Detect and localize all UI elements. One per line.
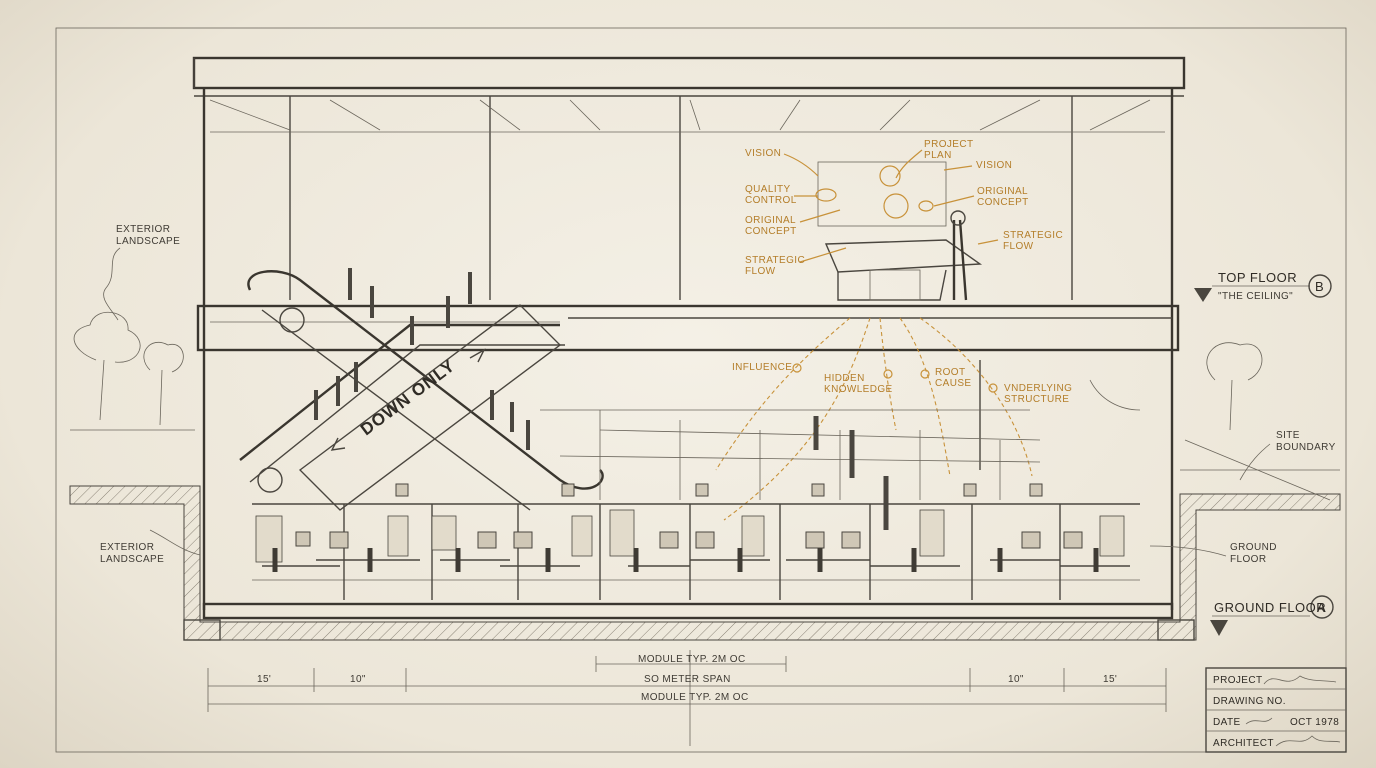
callout-leaders	[103, 247, 1271, 557]
label-root-cause-2: CAUSE	[935, 378, 971, 389]
board-leaders	[783, 149, 999, 263]
label-quality-control-1: QUALITY	[745, 184, 791, 195]
dim-right-1: 10"	[1008, 674, 1024, 685]
dim-module-bottom: MODULE TYP. 2M OC	[641, 692, 749, 703]
label-original-concept-left-2: CONCEPT	[745, 226, 797, 237]
label-strategic-flow-left-2: FLOW	[745, 266, 776, 277]
label-vision-right: VISION	[976, 160, 1012, 171]
sheet-border	[55, 27, 1347, 753]
cubicle-farm	[252, 409, 1140, 600]
top-floor-title: TOP FLOOR	[1218, 270, 1297, 285]
escalator-sign-panel: DOWN ONLY	[298, 304, 562, 511]
label-strategic-flow-right-2: FLOW	[1003, 241, 1034, 252]
exterior-landscape-upper-1: EXTERIOR	[116, 224, 170, 235]
escalator-sign: DOWN ONLY	[357, 356, 459, 439]
label-original-concept-right-2: CONCEPT	[977, 197, 1029, 208]
top-floor-subtitle: "THE CEILING"	[1218, 291, 1293, 302]
label-root-cause-1: ROOT	[935, 367, 966, 378]
site-boundary-2: BOUNDARY	[1276, 442, 1336, 453]
label-strategic-flow-left-1: STRATEGIC	[745, 255, 805, 266]
dim-right-2: 15'	[1103, 674, 1117, 685]
label-original-concept-right-1: ORIGINAL	[977, 186, 1028, 197]
label-hidden-knowledge-2: KNOWLEDGE	[824, 384, 893, 395]
tree-right	[1180, 342, 1340, 501]
label-underlying-structure-1: VNDERLYING	[1004, 383, 1072, 394]
ground-floor-letter: A	[1317, 600, 1326, 615]
label-vision-left: VISION	[745, 148, 781, 159]
exterior-landscape-lower-2: LANDSCAPE	[100, 554, 164, 565]
ground-floor-note-1: GROUND	[1230, 542, 1277, 553]
flow-lines	[715, 317, 1033, 521]
dim-left-2: 10"	[350, 674, 366, 685]
top-floor-letter: B	[1315, 279, 1324, 294]
plan-board	[815, 161, 947, 227]
tree-left	[70, 311, 195, 431]
tb-drawing-no: DRAWING NO.	[1213, 696, 1286, 707]
label-hidden-knowledge-1: HIDDEN	[824, 373, 865, 384]
label-strategic-flow-right-1: STRATEGIC	[1003, 230, 1063, 241]
title-block	[1205, 667, 1347, 753]
tb-date-value: OCT 1978	[1290, 717, 1339, 728]
people-on-escalator	[314, 268, 530, 450]
planning-desk	[824, 210, 983, 301]
dimension-lines	[207, 650, 1167, 746]
label-original-concept-left-1: ORIGINAL	[745, 215, 796, 226]
top-floor-marker: TOP FLOOR "THE CEILING" B	[1194, 270, 1332, 302]
tb-architect: ARCHITECT	[1213, 738, 1274, 749]
label-quality-control-2: CONTROL	[745, 195, 797, 206]
label-underlying-structure-2: STRUCTURE	[1004, 394, 1069, 405]
escalator-down	[247, 270, 604, 511]
ground-hatch	[69, 485, 1341, 641]
dim-left-1: 15'	[257, 674, 271, 685]
tb-project: PROJECT	[1213, 675, 1262, 686]
label-project-plan-1: PROJECT	[924, 139, 973, 150]
label-project-plan-2: PLAN	[924, 150, 952, 161]
ground-floor-note-2: FLOOR	[1230, 554, 1266, 565]
building-frame	[183, 56, 1195, 641]
label-influence: INFLUENCE	[732, 362, 792, 373]
ground-floor-title: GROUND FLOOR	[1214, 600, 1326, 615]
exterior-landscape-upper-2: LANDSCAPE	[116, 236, 180, 247]
ground-floor-marker: GROUND FLOOR A	[1210, 595, 1334, 636]
tb-date: DATE	[1213, 717, 1241, 728]
exterior-landscape-lower-1: EXTERIOR	[100, 542, 154, 553]
dim-module-top: MODULE TYP. 2M OC	[638, 654, 746, 665]
site-boundary-1: SITE	[1276, 430, 1300, 441]
dim-span: SO METER SPAN	[644, 674, 731, 685]
